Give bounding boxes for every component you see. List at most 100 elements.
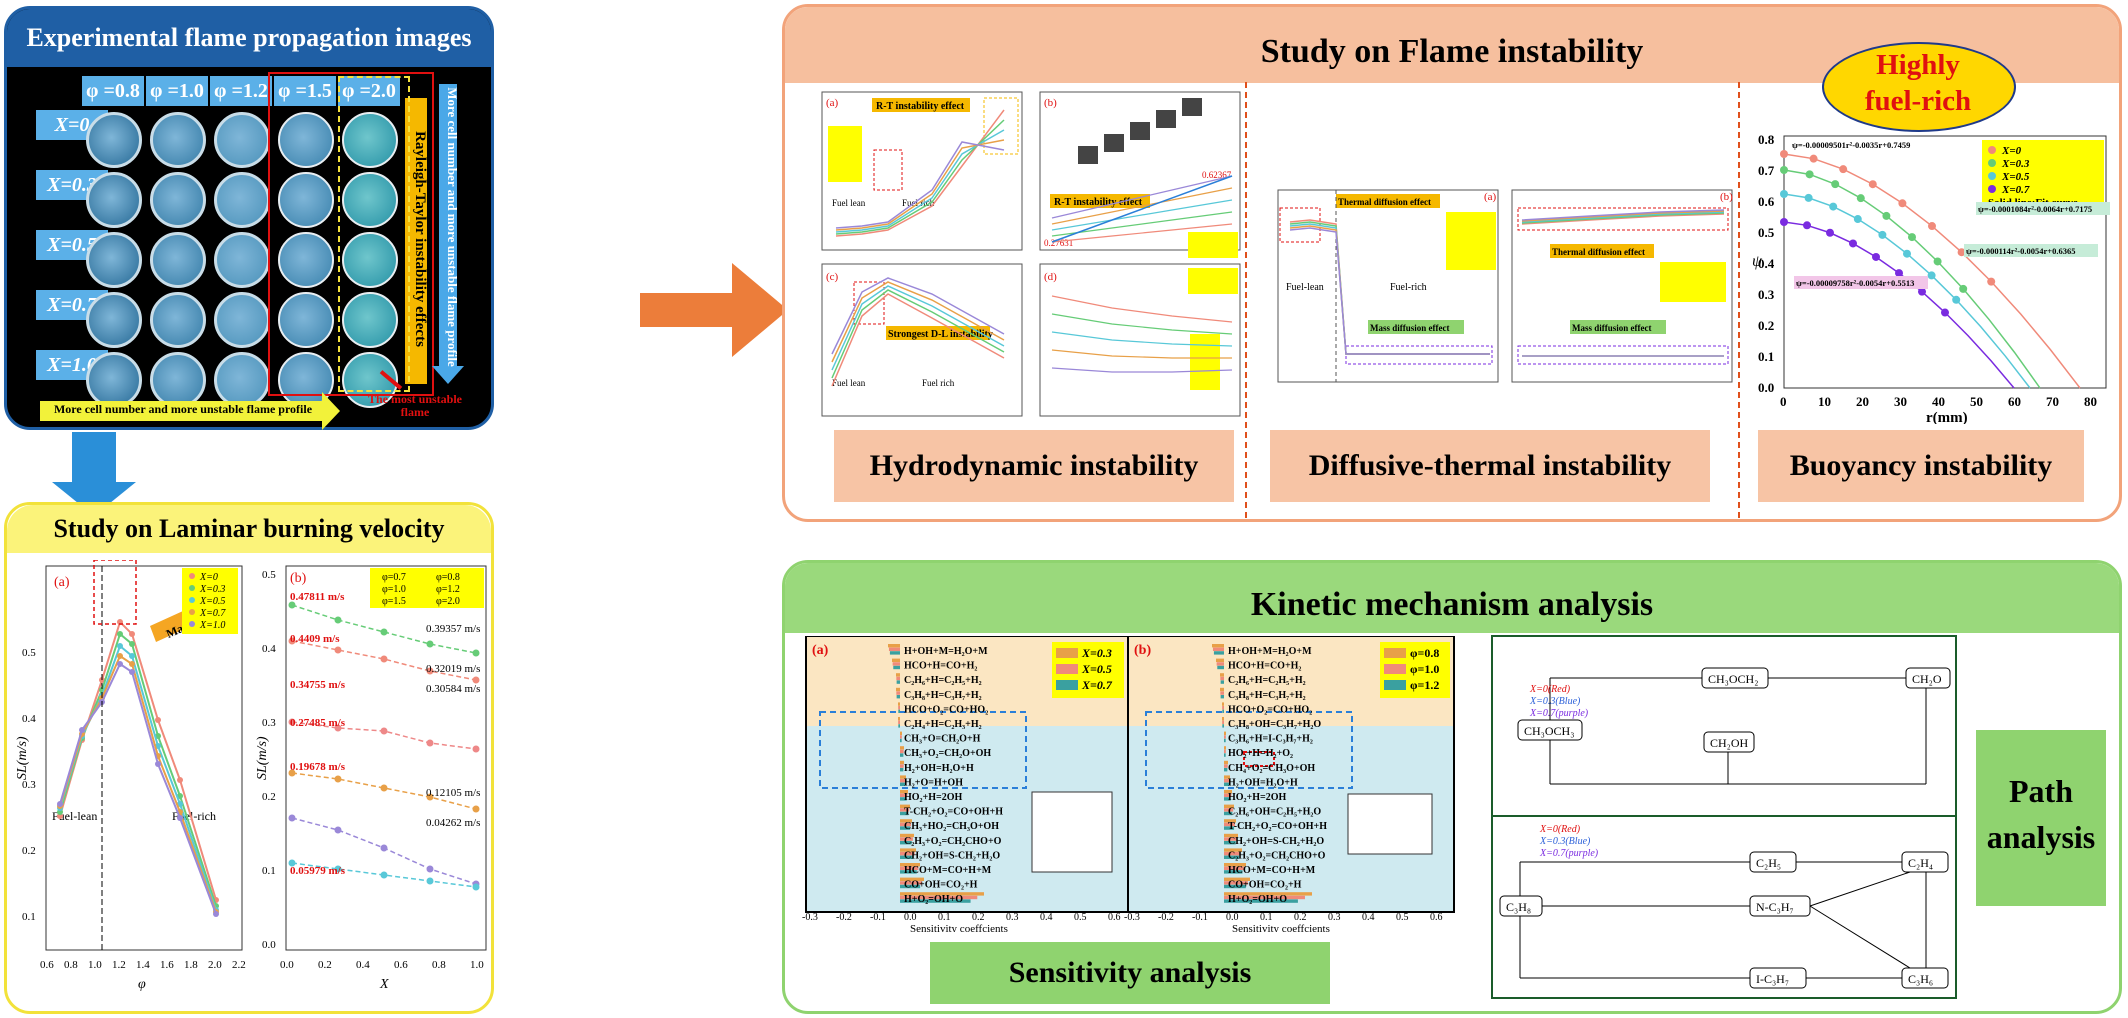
plot-b-ylabel: SL(m/s)	[255, 736, 270, 780]
data-point	[380, 871, 388, 879]
data-point	[288, 859, 296, 867]
reaction-label: H₂+O=H+OH	[904, 777, 963, 788]
sensitivity-bar	[900, 808, 910, 812]
sensitivity-bar	[893, 665, 900, 670]
value-label: 0.27485 m/s	[290, 717, 346, 729]
data-point	[1903, 249, 1911, 258]
value-label: 0.04262 m/s	[426, 817, 480, 829]
legend-swatch	[1384, 648, 1406, 658]
value-label: 0.19678 m/s	[290, 761, 346, 773]
fit-equation-box	[1794, 276, 1928, 289]
bottom-arrow	[40, 401, 324, 421]
sensitivity-bar	[1224, 779, 1230, 783]
path-arrow	[1809, 905, 1911, 969]
xtick-label: 0.1	[1260, 912, 1273, 923]
data-point	[177, 815, 183, 821]
xtick-label: 0.2	[1294, 912, 1307, 923]
series-line	[1051, 349, 1232, 359]
data-point	[334, 724, 342, 732]
species-label: C₃H₈	[1506, 900, 1531, 914]
sensitivity-bar	[1224, 808, 1234, 812]
reaction-label: C₂H₃+O₂=CH₂CHO+O	[1228, 850, 1326, 861]
sensitivity-bar	[889, 651, 900, 655]
sensitivity-bar	[1213, 651, 1224, 655]
sensitivity-bar	[1224, 826, 1235, 830]
series-line	[1051, 199, 1233, 231]
sensitivity-bar	[900, 793, 908, 797]
sensitivity-bar	[1224, 884, 1246, 889]
sensitivity-bar	[900, 790, 908, 794]
ytick-label: 0.4	[22, 713, 36, 725]
reaction-label: C₂H₆+H=C₂H₅+H₂	[904, 675, 982, 686]
legend-marker	[189, 597, 195, 603]
legend-label: X=0	[2001, 145, 2022, 157]
rt-effect-b: R-T instability effect	[1054, 197, 1143, 208]
species-label: CH₂O	[1912, 672, 1942, 686]
sensitivity-bar	[1224, 899, 1298, 903]
xtick-label: 40	[1932, 394, 1945, 409]
data-point	[79, 727, 85, 733]
sensitivity-bar	[1222, 720, 1224, 724]
path-legend: X=0.3(Blue)	[1539, 836, 1591, 847]
xtick-label: 0	[1780, 394, 1787, 409]
data-point	[1780, 150, 1788, 158]
reaction-label: C₂H₃+O₂=CH₂CHO+O	[904, 836, 1002, 847]
value-label: 0.05979 m/s	[290, 865, 346, 877]
sensitivity-bar	[900, 870, 917, 874]
series-line	[1051, 175, 1233, 219]
data-point	[1829, 202, 1838, 211]
sensitivity-bar	[1224, 793, 1232, 797]
data-point	[1856, 194, 1865, 203]
flame-image	[278, 112, 334, 168]
fit-equation: ψ=-0.00009758r²-0.0054r+0.5513	[1796, 278, 1914, 288]
xtick-label: -0.3	[802, 912, 818, 923]
legend-marker	[1988, 172, 1996, 180]
data-point	[1927, 271, 1936, 280]
reaction-label: CO+OH=CO₂+H	[1228, 880, 1302, 891]
ytick-label: 0.6	[1758, 194, 1775, 209]
series-line	[1289, 227, 1490, 355]
sensitivity-bar	[898, 709, 900, 713]
legend-swatch	[1384, 680, 1406, 690]
xtick-label: 60	[2008, 394, 2021, 409]
xtick-label: -0.1	[1192, 912, 1208, 923]
bottom-arrow-head	[322, 392, 340, 430]
sensitivity-bar	[900, 768, 904, 772]
fit-equation: ψ=-0.000114r²-0.0054r+0.6365	[1966, 246, 2075, 256]
data-point	[380, 844, 388, 852]
sensitivity-bar	[900, 895, 978, 900]
sensitivity-bar	[1224, 822, 1236, 827]
legend-marker	[189, 621, 195, 627]
data-point	[129, 641, 135, 647]
flame-image	[342, 232, 398, 288]
data-point	[57, 801, 63, 807]
species-box	[1703, 731, 1755, 753]
data-point	[288, 814, 296, 822]
series-line	[1051, 295, 1233, 323]
ytick-label: 0.3	[1758, 287, 1775, 302]
sensitivity-bar	[1224, 866, 1245, 870]
reaction-label: H₂+OH=H₂O+H	[1228, 777, 1298, 788]
sensitivity-bar	[1222, 709, 1224, 713]
data-point	[1826, 228, 1834, 237]
series-line	[1521, 210, 1725, 222]
data-point	[129, 669, 135, 675]
phi-label: φ =1.0	[146, 76, 208, 106]
series-line	[1521, 212, 1725, 224]
series-line	[59, 654, 217, 913]
sensitivity-bar	[1224, 775, 1230, 779]
sensitivity-bar	[892, 658, 900, 662]
legend-swatch	[1056, 648, 1078, 658]
xtick-label: 0.3	[1006, 912, 1019, 923]
sensitivity-bar	[1220, 695, 1224, 699]
xtick-label: 80	[2084, 394, 2097, 409]
legend-label: φ=1.5	[382, 596, 406, 607]
ytick-label: 0.5	[262, 569, 276, 581]
legend-swatch	[1056, 664, 1078, 674]
data-point	[380, 727, 388, 735]
data-point	[426, 640, 434, 648]
flame-image	[150, 292, 206, 348]
fit-equation: ψ=-0.0001084r²-0.0064r+0.7175	[1978, 204, 2092, 214]
reaction-label: HO₂+H=2OH	[904, 792, 963, 803]
